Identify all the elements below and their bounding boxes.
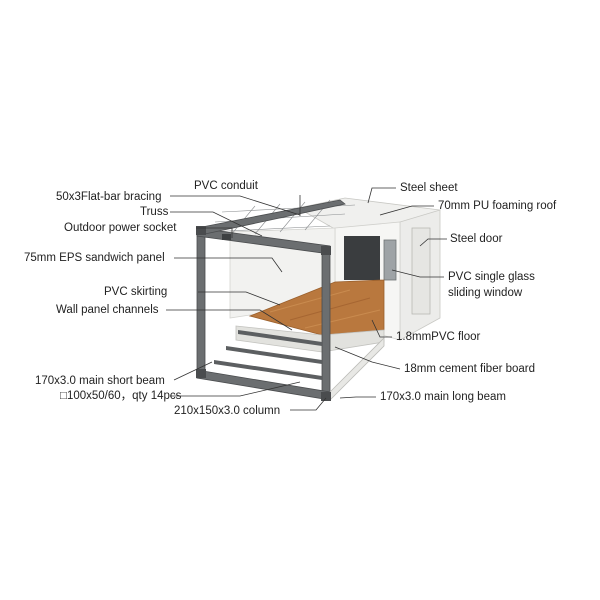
socket-box — [222, 234, 231, 240]
label-pu-foaming-roof: 70mm PU foaming roof — [438, 200, 557, 212]
label-eps-sandwich-panel: 75mm EPS sandwich panel — [24, 252, 165, 264]
corner-fitting-3 — [196, 369, 206, 378]
front-right-column — [321, 249, 331, 401]
label-wall-panel-channels: Wall panel channels — [56, 304, 159, 316]
label-outdoor-power-socket: Outdoor power socket — [64, 222, 177, 234]
corner-fitting-2 — [321, 246, 331, 255]
leader-lines — [166, 187, 447, 411]
label-pvc-skirting: PVC skirting — [104, 286, 168, 298]
label-main-long-beam: 170x3.0 main long beam — [380, 391, 506, 403]
label-purlins: □100x50/60，qty 14pcs — [60, 390, 182, 402]
floor-grain-3 — [304, 309, 381, 329]
label-pvc-floor: 1.8mmPVC floor — [396, 331, 481, 343]
label-steel-sheet: Steel sheet — [400, 182, 458, 194]
front-left-column — [196, 231, 206, 379]
corner-fitting-1 — [196, 226, 206, 235]
label-main-short-beam: 170x3.0 main short beam — [35, 375, 165, 387]
sliding-window-shape — [383, 239, 397, 281]
pvc-floor-wood — [248, 279, 385, 336]
window-dark-opening — [344, 236, 380, 280]
steel-door-shape — [411, 227, 431, 315]
label-pvc-conduit: PVC conduit — [194, 180, 258, 192]
label-cement-fiber-board: 18mm cement fiber board — [404, 363, 536, 375]
label-sliding-window-line1: PVC single glass — [448, 271, 535, 283]
floor-purlins — [214, 330, 322, 380]
label-steel-door: Steel door — [450, 233, 503, 245]
corner-fitting-4 — [321, 392, 331, 401]
label-sliding-window-line2: sliding window — [448, 287, 523, 299]
floor-grain-1 — [269, 289, 351, 313]
label-flat-bar-bracing: 50x3Flat-bar bracing — [56, 191, 162, 203]
label-truss: Truss — [140, 206, 169, 218]
label-column: 210x150x3.0 column — [174, 405, 281, 417]
